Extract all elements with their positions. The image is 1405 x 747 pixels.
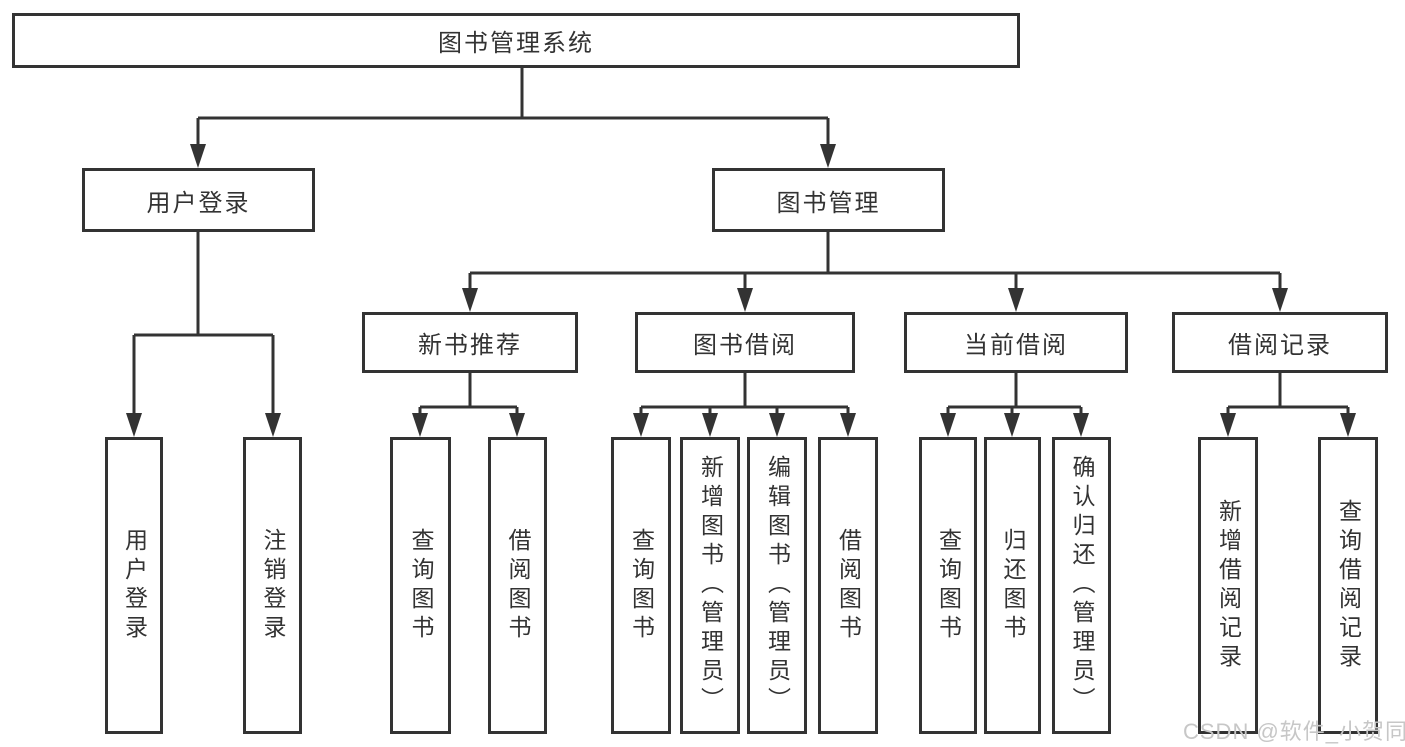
leaf-return-books-label: 归还图书	[1000, 527, 1026, 644]
leaf-user-login-label: 用户登录	[121, 527, 148, 644]
leaf-query-books-current: 查询图书	[919, 437, 977, 734]
leaf-return-books: 归还图书	[984, 437, 1041, 734]
leaf-borrow-books-recommend-label: 借阅图书	[505, 527, 531, 644]
leaf-query-books-borrowing: 查询图书	[611, 437, 671, 734]
watermark: CSDN @软件_小贺同学	[1183, 719, 1405, 744]
leaf-logout: 注销登录	[243, 437, 302, 734]
leaf-borrow-books-borrowing: 借阅图书	[818, 437, 878, 734]
node-current-borrowing: 当前借阅	[904, 312, 1128, 373]
leaf-confirm-return-admin: 确认归还（管理员）	[1052, 437, 1111, 734]
leaf-add-borrow-record-label: 新增借阅记录	[1215, 498, 1242, 673]
leaf-logout-label: 注销登录	[260, 527, 286, 644]
leaf-add-borrow-record: 新增借阅记录	[1198, 437, 1258, 734]
node-new-book-recommend: 新书推荐	[362, 312, 578, 373]
leaf-edit-book-admin: 编辑图书（管理员）	[747, 437, 807, 734]
node-borrowing-records: 借阅记录	[1172, 312, 1388, 373]
leaf-add-book-admin: 新增图书（管理员）	[680, 437, 740, 734]
leaf-query-borrow-record: 查询借阅记录	[1318, 437, 1378, 734]
leaf-query-books-current-label: 查询图书	[935, 527, 962, 644]
node-user-login: 用户登录	[82, 168, 315, 232]
leaf-query-books-recommend: 查询图书	[390, 437, 451, 734]
leaf-query-books-recommend-label: 查询图书	[408, 527, 434, 644]
node-root: 图书管理系统	[12, 13, 1020, 68]
node-book-borrowing: 图书借阅	[635, 312, 855, 373]
node-book-management: 图书管理	[712, 168, 945, 232]
leaf-user-login: 用户登录	[105, 437, 163, 734]
leaf-query-borrow-record-label: 查询借阅记录	[1335, 498, 1362, 673]
leaf-add-book-admin-label: 新增图书（管理员）	[697, 455, 724, 716]
leaf-borrow-books-recommend: 借阅图书	[488, 437, 547, 734]
leaf-borrow-books-borrowing-label: 借阅图书	[835, 527, 862, 644]
leaf-edit-book-admin-label: 编辑图书（管理员）	[764, 455, 791, 716]
leaf-query-books-borrowing-label: 查询图书	[628, 527, 655, 644]
leaf-confirm-return-admin-label: 确认归还（管理员）	[1069, 455, 1095, 716]
